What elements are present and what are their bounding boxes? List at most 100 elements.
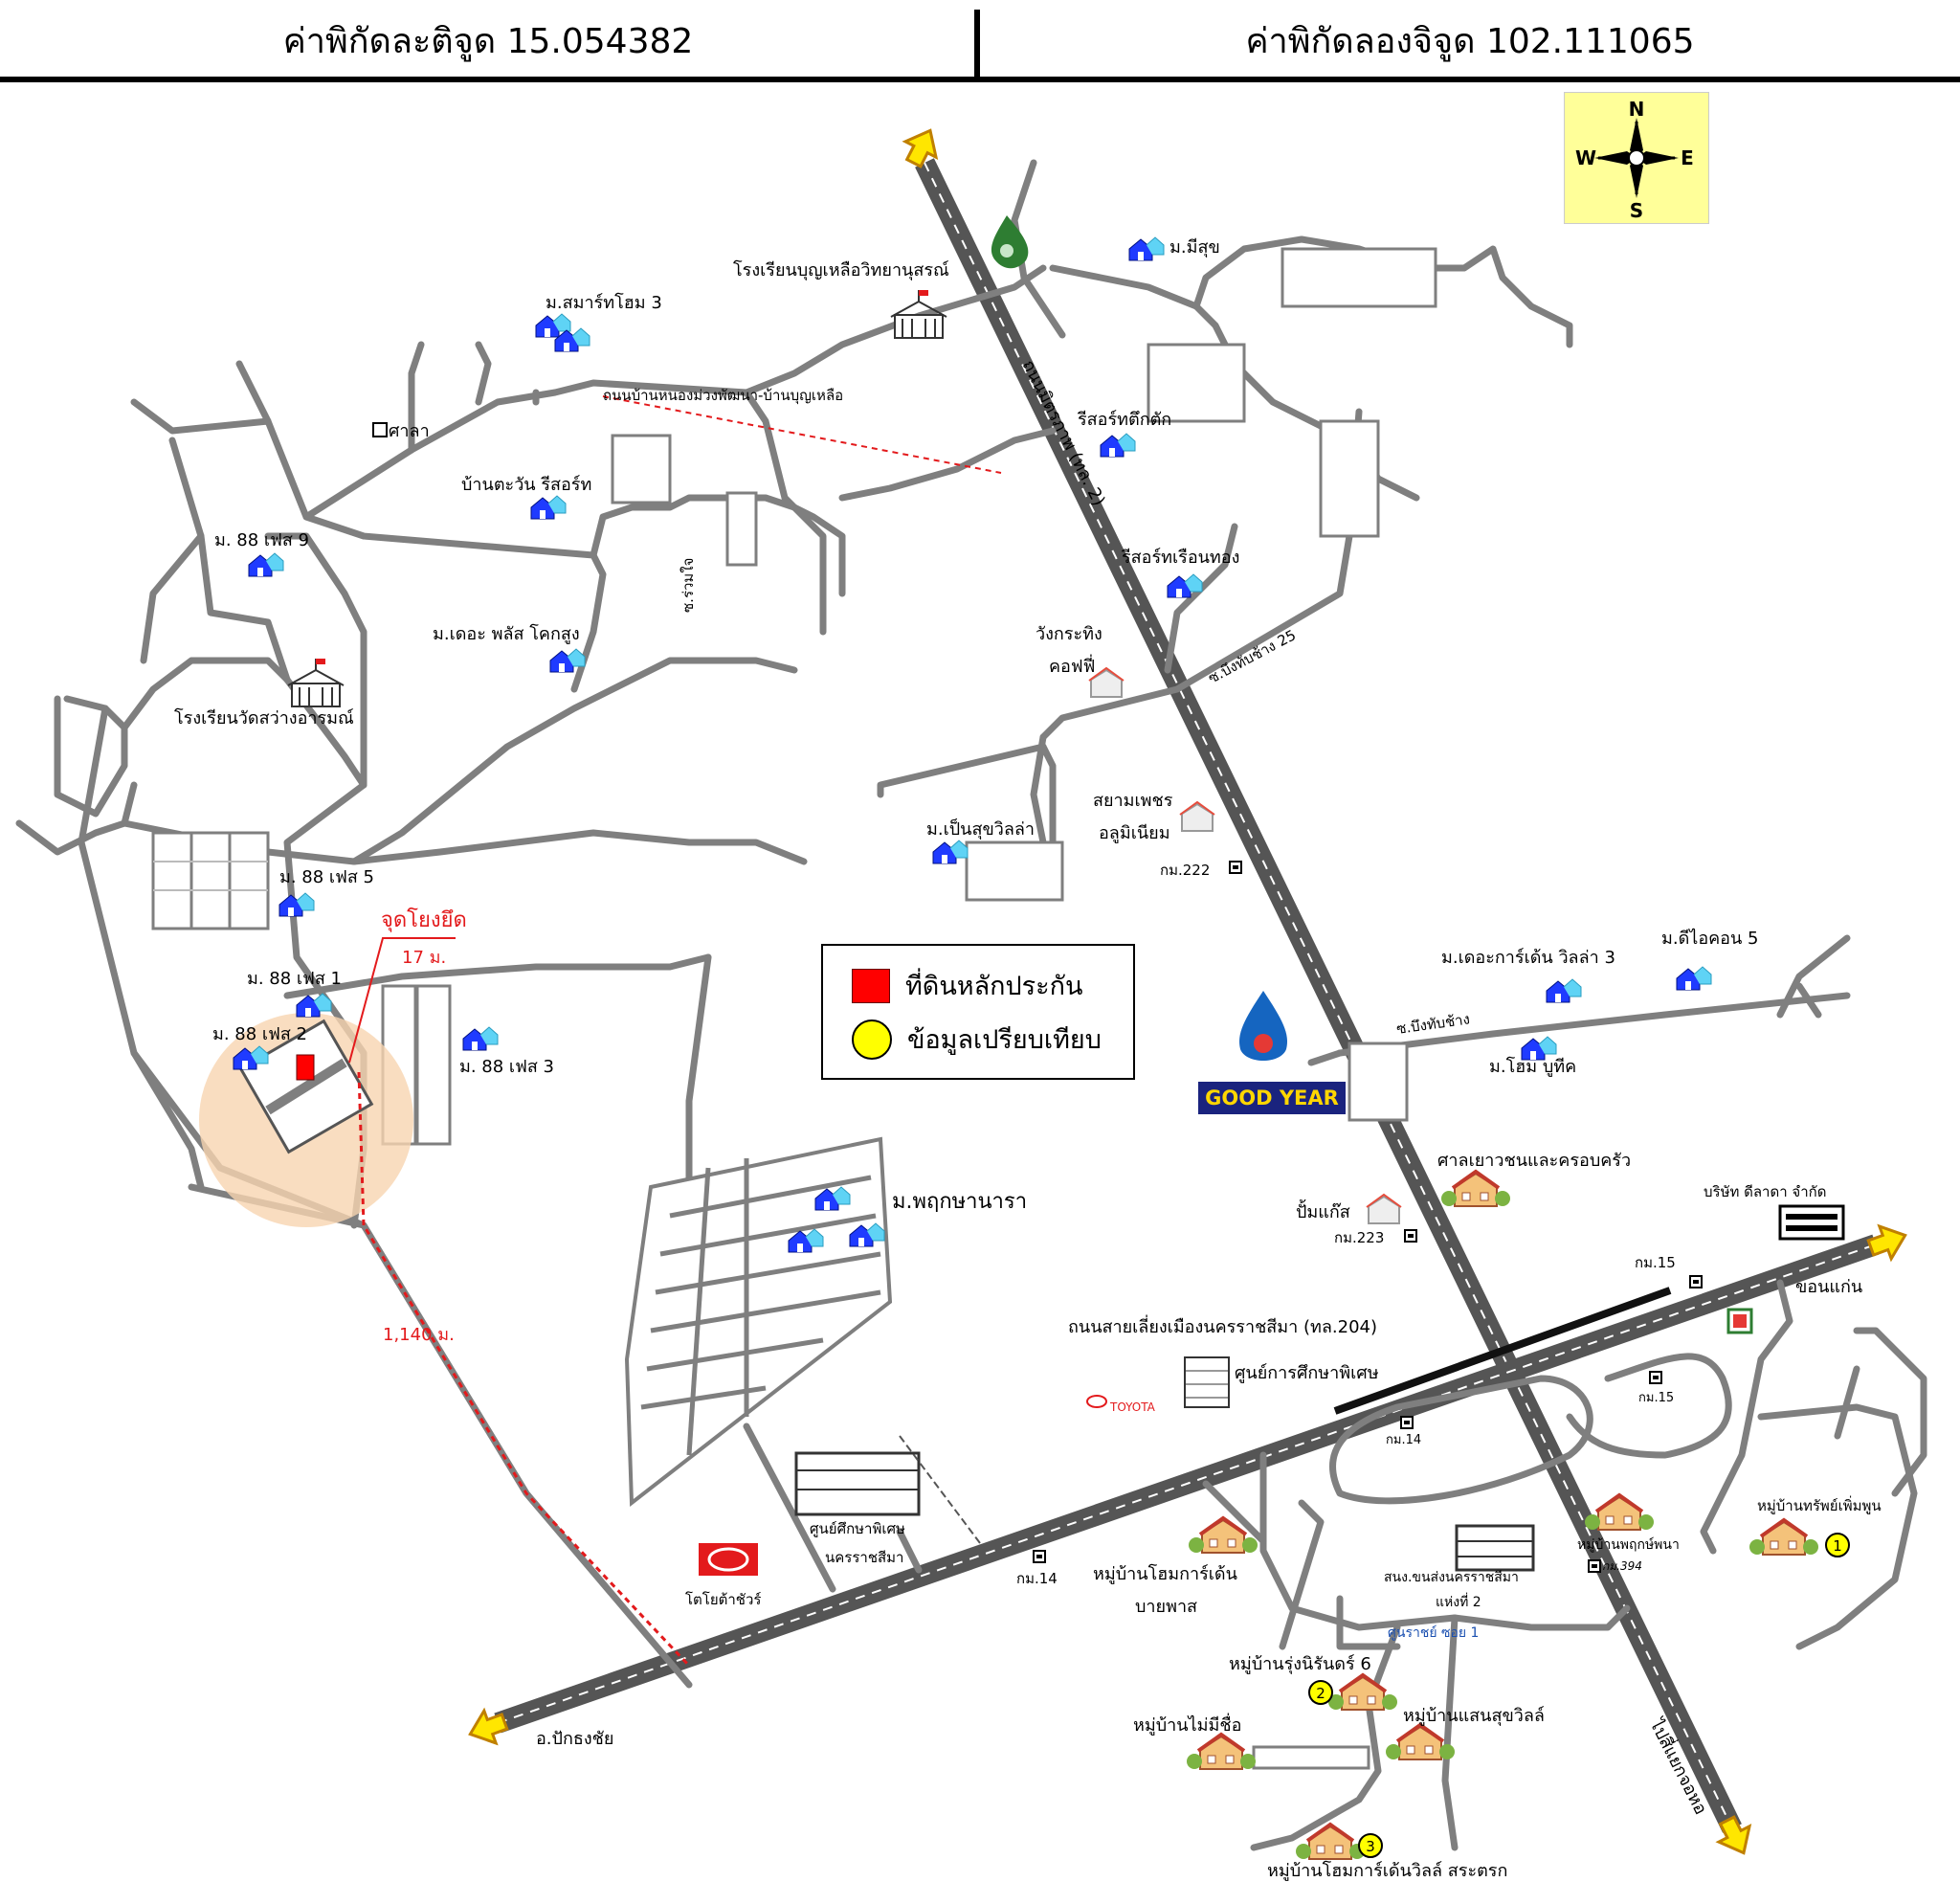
km-marker-icon (1689, 1275, 1703, 1288)
label-no-name: หมู่บ้านไม่มีชื่อ (1133, 1713, 1241, 1736)
label-phase2: ม. 88 เฟส 2 (212, 1024, 307, 1044)
sala-icon (372, 422, 388, 437)
label-km15b: กม.15 (1638, 1391, 1674, 1405)
label-special-ed: ศูนย์การศึกษาพิเศษ (1235, 1363, 1379, 1383)
village-icon (1748, 1518, 1820, 1557)
compass-w: W (1575, 146, 1596, 169)
house-icon (932, 840, 969, 864)
label-saen-suk: หมู่บ้านแสนสุขวิลล์ (1403, 1706, 1545, 1726)
route-dash (899, 1435, 987, 1552)
label-resort-tuk: รีสอร์ทตึกตัก (1078, 410, 1172, 430)
anchor-line (348, 937, 456, 1064)
arrow-north-icon (897, 121, 947, 172)
label-mesuk: ม.มีสุข (1169, 237, 1220, 258)
goodyear-logo (1198, 1082, 1346, 1114)
village-icon (1185, 1733, 1258, 1771)
house-icon (1100, 433, 1136, 458)
gas-station-icon (1366, 1194, 1402, 1224)
label-resort-ruen: รีสอร์ทเรือนทอง (1122, 548, 1240, 568)
label-dicon: ม.ดีไอคอน 5 (1661, 928, 1758, 949)
school-icon (890, 289, 947, 339)
label-smart-home: ม.สมาร์ทโฮม 3 (546, 292, 662, 313)
label-soi-chuanchai: ซ.ร่วมใจ (679, 558, 697, 613)
label-distance-17m: 17 ม. (402, 948, 446, 968)
label-pensuk: ม.เป็นสุขวิลล่า (926, 818, 1035, 840)
label-phase9: ม. 88 เฟส 9 (214, 530, 309, 550)
label-distance-1140m: 1,140 ม. (383, 1325, 455, 1345)
ptt-icon (1239, 991, 1287, 1061)
route-dash (602, 395, 1002, 474)
label-home-garden-bypass: หมู่บ้านโฮมการ์เด้น (1093, 1563, 1237, 1584)
label-toyota-small: TOYOTA (1109, 1400, 1156, 1414)
label-anchor-point: จุดโยงยึด (381, 907, 467, 932)
label-km15: กม.15 (1635, 1254, 1676, 1271)
goodyear-label: GOOD YEAR (1205, 1087, 1339, 1109)
longitude-label: ค่าพิกัดลองจิจูด 102.111065 (1245, 21, 1695, 61)
subdivision-plots (151, 247, 1437, 1770)
label-ban-tawan: บ้านตะวัน รีสอร์ท (461, 475, 591, 495)
building-icon (1184, 1356, 1230, 1408)
label-wang-coffee: วังกระทิง (1036, 624, 1102, 644)
coordinate-header: ค่าพิกัดละติจูด 15.054382 ค่าพิกัดลองจิจ… (0, 0, 1960, 82)
interchange (1329, 1287, 1732, 1505)
compass-s: S (1630, 199, 1643, 222)
label-sala: ศาลา (389, 421, 430, 441)
label-transport-office-2: แห่งที่ 2 (1436, 1593, 1481, 1610)
house-icon (278, 892, 315, 917)
label-pruksa-pana: หมู่บ้านพฤกษ์พนา (1577, 1536, 1680, 1553)
arrow-khonkaen-icon (1863, 1218, 1913, 1266)
label-toyota-sure: โตโยต้าชัวร์ (685, 1591, 761, 1608)
label-soi-bueng25: ซ.บึงทับช้าง 25 (1205, 626, 1299, 686)
village-icon (1326, 1673, 1399, 1712)
store-icon (1179, 801, 1215, 832)
km-marker-icon (1033, 1550, 1046, 1563)
school-icon (287, 658, 345, 707)
building-icon (794, 1451, 921, 1516)
park-icon (991, 215, 1029, 269)
house-icon (1676, 966, 1712, 991)
header-rule (0, 77, 1960, 82)
house-icon (554, 327, 590, 352)
legend-swatch-red (852, 968, 890, 1003)
label-phase3: ม. 88 เฟส 3 (459, 1057, 554, 1077)
km-marker-icon (1649, 1371, 1662, 1384)
legend-row-collateral: ที่ดินหลักประกัน (852, 965, 1082, 1006)
label-youth-court: ศาลเยาวชนและครอบครัว (1437, 1151, 1631, 1171)
label-rung-niran: หมู่บ้านรุ่งนิรันดร์ 6 (1229, 1654, 1371, 1674)
label-school-boonluea: โรงเรียนบุญเหลือวิทยานุสรณ์ (733, 259, 949, 280)
label-km394: กม.394 (1602, 1559, 1642, 1573)
label-transport-office: สนง.ขนส่งนครราชสีมา (1384, 1570, 1519, 1585)
label-road-nongmuang: ถนนบ้านหนองม่วงพัฒนา-บ้านบุญเหลือ (603, 387, 843, 405)
label-siam-2: อลูมิเนียม (1099, 823, 1170, 843)
house-icon (530, 495, 567, 520)
label-home-garden-ville: หมู่บ้านโฮมการ์เด้นวิลล์ สระตรก (1267, 1860, 1507, 1881)
compass-n: N (1629, 98, 1645, 121)
label-phase5: ม. 88 เฟส 5 (279, 867, 374, 887)
label-pruksa: ม.พฤกษานารา (892, 1190, 1027, 1214)
building-icon (1455, 1524, 1535, 1572)
collateral-parcel (296, 1054, 315, 1081)
header-divider (974, 10, 980, 80)
house-icon (1546, 978, 1582, 1003)
house-icon (296, 993, 332, 1018)
highway-bypass-204 (494, 1234, 1880, 1734)
comparison-number-2: 2 (1316, 1685, 1325, 1702)
compass-rose: N S W E (1564, 92, 1709, 224)
label-pakthongchai: อ.ปักธงชัย (536, 1729, 613, 1749)
legend-row-comparison: ข้อมูลเปรียบเทียบ (852, 1019, 1102, 1060)
label-school-sawang: โรงเรียนวัดสว่างอารมณ์ (174, 707, 354, 728)
km-marker-icon (1229, 861, 1242, 874)
location-map: GOOD YEAR 1 2 3 โรงเรียนบุญเหลือวิทยานุส… (15, 121, 1927, 1881)
map-legend: ที่ดินหลักประกัน ข้อมูลเปรียบเทียบ (821, 944, 1135, 1080)
legend-comparison-label: ข้อมูลเปรียบเทียบ (907, 1025, 1102, 1055)
label-siam: สยามเพชร (1093, 791, 1173, 811)
highway-mittraphap (915, 158, 1742, 1833)
label-home-garden-bypass-2: บายพาส (1135, 1597, 1197, 1617)
label-wang-coffee-2: คอฟฟี่ (1049, 654, 1095, 677)
court-icon (1439, 1170, 1512, 1208)
label-garden-villa: ม.เดอะการ์เด้น วิลล่า 3 (1441, 948, 1615, 968)
comparison-number-1: 1 (1833, 1537, 1842, 1555)
label-home-boutique: ม.โฮม บูทีค (1489, 1056, 1576, 1077)
legend-collateral-label: ที่ดินหลักประกัน (905, 972, 1083, 1001)
km-marker-icon (1404, 1229, 1417, 1243)
